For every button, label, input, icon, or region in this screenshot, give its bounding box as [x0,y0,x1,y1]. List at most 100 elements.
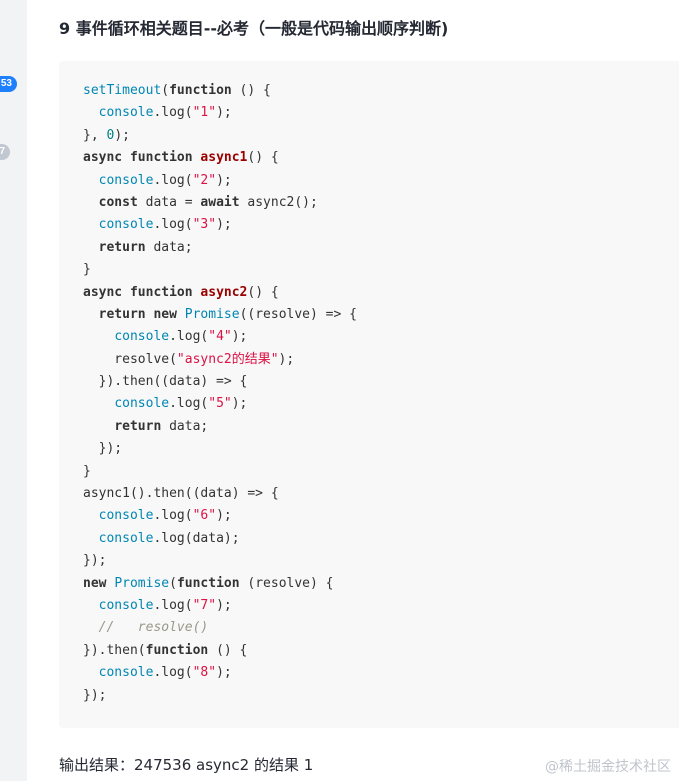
code-line: console.log("8"); [83,662,357,684]
code-keyword: function [145,642,209,658]
code-text: .log( [153,105,193,121]
code-keyword: function [129,150,193,166]
code-builtin: Promise [114,575,170,591]
code-builtin: console [98,105,154,121]
code-text [83,396,114,411]
code-builtin: console [98,665,154,681]
code-function-name: async1 [200,150,248,166]
code-keyword: async [83,150,123,166]
like-count-badge[interactable]: 53 [0,76,17,92]
code-text: async1().then((data) => { [83,486,279,502]
left-sidebar-rail: 53 7 [0,0,27,781]
code-keyword: function [129,284,193,300]
code-text: ); [216,105,232,121]
code-line: }); [83,550,357,572]
code-builtin: console [98,530,154,546]
code-keyword: new [153,306,177,322]
code-text: }); [83,441,123,457]
code-line: } [83,259,357,281]
code-text: .log( [153,172,193,188]
code-text: () { [247,150,279,166]
code-text: data; [161,418,209,434]
code-function-name: async2 [200,284,248,300]
code-text: ); [231,396,248,412]
code-text [122,150,130,165]
code-string: "7" [192,597,217,613]
code-builtin: console [98,172,154,188]
code-text [83,620,99,635]
code-text: ); [216,508,232,524]
code-line: async function async2() { [83,282,357,304]
code-text: ( [169,575,177,591]
code-builtin: Promise [184,306,240,322]
code-string: "async2的结果" [176,351,279,367]
code-builtin: console [114,329,170,345]
watermark: @稀土掘金技术社区 [545,759,671,775]
code-line: return new Promise((resolve) => { [83,304,357,326]
code-text: ); [216,172,232,188]
code-text: () { [247,284,279,300]
comment-count-badge[interactable]: 7 [0,144,10,160]
code-text [83,105,99,120]
code-keyword: async [83,284,123,300]
code-text: (resolve) { [239,575,334,591]
code-text: .log( [153,217,193,233]
code-text: ); [216,665,232,681]
code-text: }).then((data) => { [83,374,248,390]
code-content: setTimeout(function () { console.log("1"… [83,80,357,707]
code-string: "3" [192,217,217,233]
code-line: return data; [83,237,357,259]
code-line: console.log("5"); [83,393,357,415]
code-text [83,419,114,434]
code-line: return data; [83,416,357,438]
code-text [83,195,99,210]
code-line: console.log("3"); [83,214,357,236]
code-text: () { [231,83,271,98]
code-string: "1" [192,105,217,121]
code-text: } [83,262,91,278]
code-string: "6" [192,508,217,524]
code-text: .log( [169,329,209,345]
code-text: }).then( [83,642,146,658]
code-text: ); [216,217,232,233]
code-line: console.log("1"); [83,102,357,124]
code-text [122,285,130,300]
code-line: }); [83,685,357,707]
code-line: new Promise(function (resolve) { [83,573,357,595]
code-text [83,307,99,322]
code-text: .log( [153,508,193,524]
code-text: .log(data); [153,530,240,546]
code-text [83,217,99,232]
code-builtin: console [98,217,154,233]
code-string: "4" [208,329,232,345]
code-line: console.log("2"); [83,170,357,192]
code-line: async1().then((data) => { [83,483,357,505]
section-heading: 9 事件循环相关题目--必考（一般是代码输出顺序判断) [59,19,449,38]
code-text [83,531,99,546]
code-text [83,665,99,680]
code-text: ((resolve) => { [239,306,357,322]
code-line: }).then((data) => { [83,371,357,393]
code-keyword: return [98,306,146,322]
code-keyword: new [83,575,107,591]
code-line: console.log(data); [83,528,357,550]
code-text: ); [278,351,295,367]
code-builtin: console [98,597,154,613]
code-text [83,598,99,613]
output-result-text: 输出结果：247536 async2 的结果 1 [59,756,314,774]
code-string: "2" [192,172,217,188]
code-keyword: function [169,83,232,98]
code-line: resolve("async2的结果"); [83,349,357,371]
code-text: ( [161,83,170,98]
code-text: .log( [169,396,209,412]
code-line: setTimeout(function () { [83,80,357,102]
code-line: }); [83,438,357,460]
code-builtin: console [114,396,170,412]
code-line: console.log("4"); [83,326,357,348]
code-line: console.log("6"); [83,505,357,527]
code-text: }); [83,687,107,703]
code-text: }); [83,553,107,569]
code-builtin: setTimeout [83,83,162,98]
code-text: ); [216,597,232,613]
code-keyword: return [114,418,162,434]
